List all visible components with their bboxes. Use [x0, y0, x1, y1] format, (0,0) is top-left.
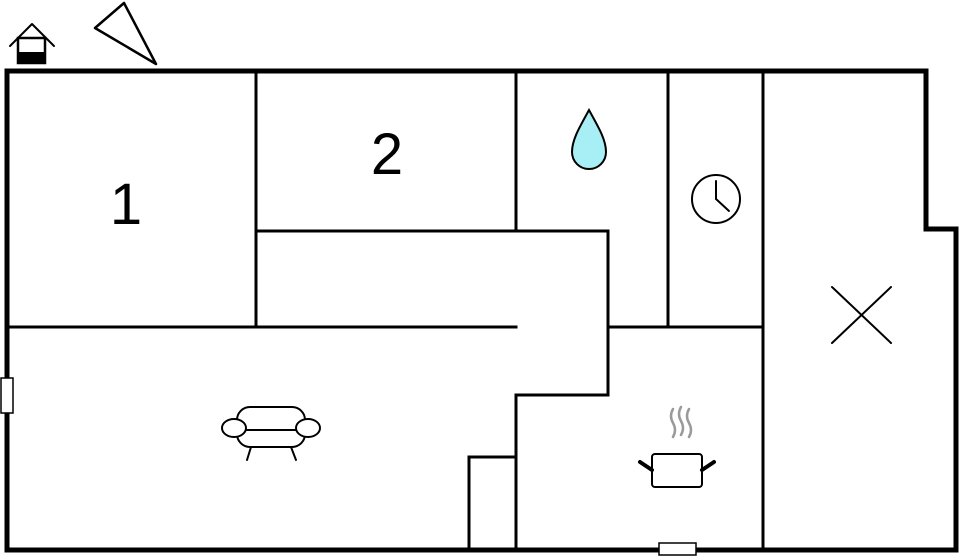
north-arrow-icon	[93, 1, 158, 66]
cooking-pot-icon	[638, 405, 716, 488]
house-icon	[9, 23, 55, 65]
outer-wall	[4, 68, 959, 553]
window-left	[0, 377, 14, 414]
clock-icon	[691, 174, 741, 224]
interior-walls	[5, 69, 765, 552]
room-label-1: 1	[110, 172, 142, 237]
room-label-2: 2	[371, 122, 403, 187]
cross-icon	[831, 286, 892, 344]
sofa-icon	[221, 406, 321, 461]
window-bottom	[658, 542, 697, 556]
water-drop-icon	[570, 107, 608, 170]
